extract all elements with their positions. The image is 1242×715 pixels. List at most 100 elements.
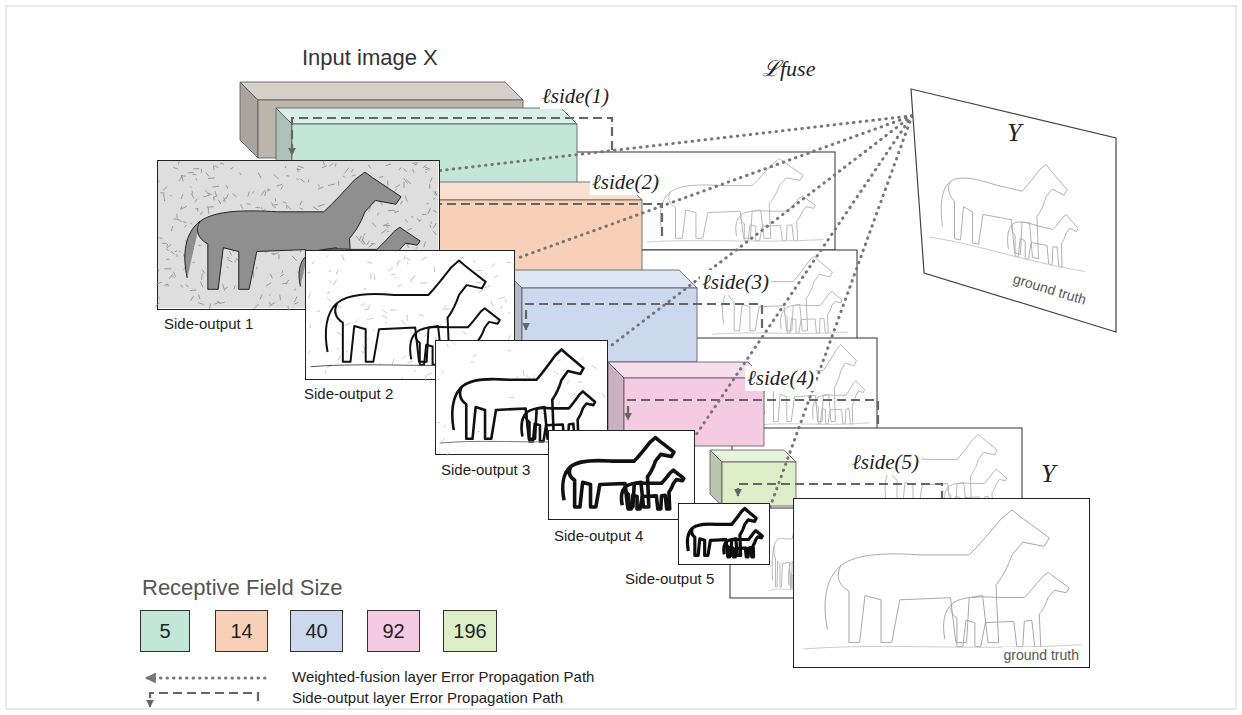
texture-stroke [169, 274, 172, 278]
texture-stroke [318, 204, 324, 206]
texture-stroke [339, 305, 341, 308]
side-loss-symbol: ℓside(1) [540, 84, 611, 109]
side-loss-symbol: ℓside(2) [590, 170, 661, 195]
texture-stroke [188, 172, 194, 173]
texture-stroke [480, 282, 483, 283]
texture-stroke [312, 261, 314, 264]
texture-stroke [178, 161, 179, 164]
block-top-face [276, 108, 577, 124]
texture-stroke [419, 314, 424, 316]
texture-stroke [342, 255, 344, 261]
texture-stroke [215, 166, 219, 168]
texture-stroke [328, 184, 335, 186]
texture-stroke [364, 233, 366, 236]
texture-stroke [171, 251, 175, 254]
texture-stroke [330, 280, 331, 283]
texture-stroke [203, 195, 209, 197]
side-output-error-path [628, 400, 878, 424]
texture-stroke [309, 293, 311, 299]
texture-stroke [539, 404, 540, 406]
texture-stroke [173, 168, 178, 169]
texture-stroke [601, 393, 605, 398]
texture-stroke [181, 285, 183, 288]
texture-stroke [427, 373, 433, 375]
texture-stroke [385, 321, 387, 324]
texture-stroke [477, 431, 480, 432]
texture-stroke [258, 173, 261, 179]
legend-entry: Side-output layer Error Propagation Path [290, 689, 565, 706]
texture-stroke [473, 355, 476, 357]
input-title: Input image X [300, 45, 440, 71]
texture-stroke [382, 316, 388, 319]
texture-stroke [473, 261, 476, 263]
image-ground [679, 504, 768, 563]
texture-stroke [323, 161, 324, 165]
texture-stroke [213, 197, 215, 201]
texture-stroke [280, 274, 284, 277]
texture-stroke [282, 283, 287, 284]
receptive-field-value: 5 [159, 620, 170, 643]
foal-outline [1008, 200, 1079, 271]
texture-stroke [176, 214, 177, 219]
texture-stroke [352, 175, 356, 176]
texture-stroke [368, 165, 371, 169]
legend-text: Side-output layer Error Propagation Path [290, 689, 565, 706]
texture-stroke [213, 186, 219, 188]
texture-stroke [166, 259, 169, 260]
texture-stroke [226, 185, 227, 188]
texture-stroke [361, 304, 365, 306]
texture-stroke [192, 174, 197, 176]
texture-stroke [343, 176, 346, 177]
texture-stroke [444, 426, 445, 428]
texture-stroke [402, 356, 405, 359]
texture-stroke [176, 254, 178, 257]
texture-stroke [492, 264, 496, 267]
texture-stroke [430, 225, 431, 228]
texture-stroke [274, 174, 279, 178]
texture-stroke [163, 186, 167, 190]
texture-stroke [425, 172, 427, 173]
texture-stroke [433, 191, 437, 196]
side-output-caption: Side-output 1 [162, 315, 255, 332]
texture-stroke [498, 297, 505, 299]
texture-stroke [158, 180, 160, 182]
texture-stroke [356, 236, 359, 240]
texture-stroke [388, 210, 393, 211]
texture-stroke [223, 197, 227, 201]
texture-stroke [399, 168, 402, 170]
texture-stroke [220, 163, 224, 165]
texture-stroke [299, 208, 303, 210]
texture-stroke [184, 225, 187, 227]
texture-stroke [186, 285, 188, 288]
texture-stroke [281, 185, 283, 189]
receptive-field-swatch: 40 [290, 610, 343, 652]
texture-stroke [407, 228, 412, 230]
texture-stroke [337, 348, 339, 349]
texture-stroke [164, 284, 168, 286]
texture-stroke [407, 262, 408, 265]
texture-stroke [417, 219, 420, 221]
texture-stroke [192, 191, 194, 194]
texture-stroke [166, 249, 168, 251]
texture-stroke [368, 305, 370, 311]
texture-stroke [433, 231, 436, 235]
texture-stroke [207, 206, 214, 207]
texture-stroke [269, 295, 271, 296]
block-side-face [240, 82, 258, 158]
texture-stroke [267, 189, 270, 190]
texture-stroke [411, 216, 413, 218]
texture-stroke [591, 366, 597, 369]
side-output-error-path [526, 304, 762, 330]
texture-stroke [428, 208, 431, 214]
texture-stroke [462, 331, 467, 334]
texture-stroke [223, 284, 225, 291]
ground-line [712, 332, 848, 334]
side-loss-symbol: ℓside(3) [700, 270, 771, 295]
texture-stroke [170, 195, 172, 196]
texture-stroke [494, 275, 498, 277]
receptive-field-swatch: 14 [215, 610, 268, 652]
texture-stroke [431, 222, 432, 224]
texture-stroke [227, 257, 229, 259]
texture-stroke [392, 210, 395, 212]
receptive-field-value: 14 [230, 620, 252, 643]
